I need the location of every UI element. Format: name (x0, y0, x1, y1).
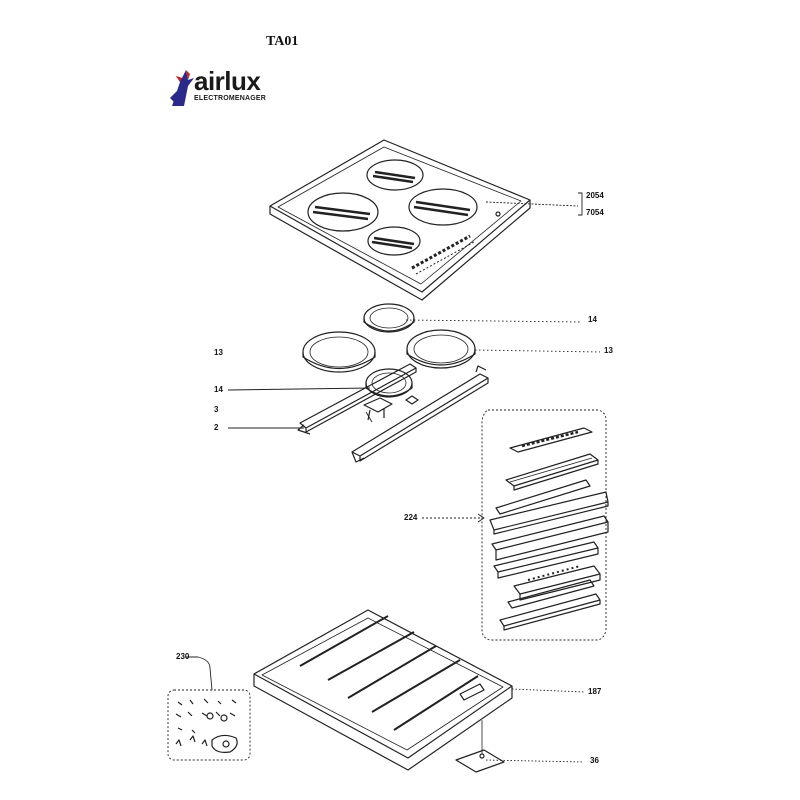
leader-lines (186, 192, 601, 763)
brand-name: airlux (194, 66, 261, 96)
control-board-assembly (481, 409, 609, 641)
callout-13-left: 13 (214, 348, 223, 357)
callout-3: 3 (214, 405, 219, 414)
callout-7054: 7054 (586, 208, 604, 217)
callout-2: 2 (214, 423, 219, 432)
hardware-kit (167, 689, 251, 761)
base-tray (253, 609, 513, 771)
radiant-ring-rear-small (363, 303, 415, 333)
page-title: TA01 (266, 34, 299, 49)
support-bars (297, 363, 489, 463)
brand-subtitle: ELECTROMENAGER (194, 95, 267, 102)
radiant-ring-right-large (406, 329, 476, 369)
callout-14-rear: 14 (588, 315, 597, 324)
callout-187: 187 (588, 687, 602, 696)
hob-top-glass (269, 139, 531, 301)
bottom-plate (455, 720, 505, 773)
callout-2054: 2054 (586, 191, 604, 200)
callout-224: 224 (404, 513, 418, 522)
callout-230: 230 (176, 652, 190, 661)
callout-36: 36 (590, 756, 599, 765)
brand-logo: airlux ELECTROMENAGER (166, 66, 286, 110)
rooster-logo-icon (170, 70, 194, 106)
callout-13-right: 13 (604, 346, 613, 355)
mounting-bracket (363, 395, 419, 421)
callout-14-front: 14 (214, 385, 223, 394)
radiant-ring-left-large (302, 331, 376, 373)
